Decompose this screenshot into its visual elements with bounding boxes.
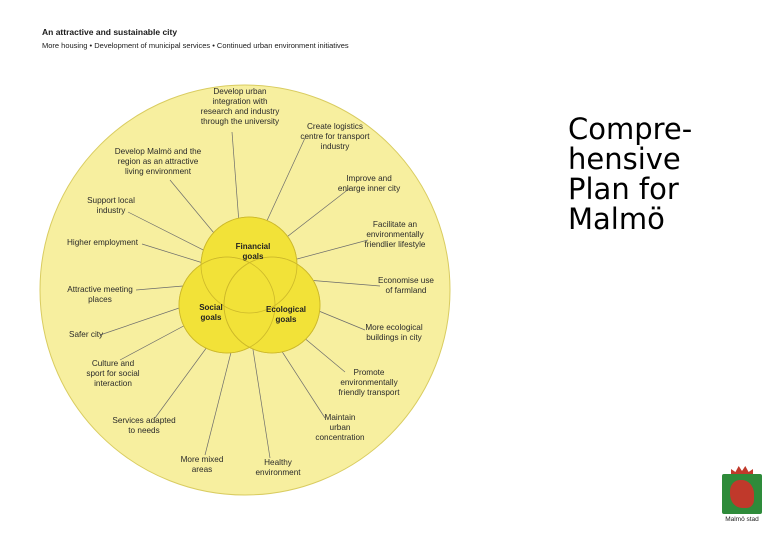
crown-icon <box>731 466 753 476</box>
label-transport: Promote environmentally friendly transpo… <box>338 368 400 397</box>
label-employment: Higher employment <box>67 238 138 247</box>
header-subtitle: More housing • Development of municipal … <box>42 41 349 50</box>
label-logistics: Create logistics centre for transport in… <box>300 122 370 151</box>
label-mixed-areas: More mixed areas <box>180 455 224 474</box>
slide-title: Compre- hensive Plan for Malmö <box>568 112 693 236</box>
label-safer-city: Safer city <box>69 330 104 339</box>
label-inner-city: Improve and enlarge inner city <box>337 174 401 193</box>
label-concentration: Maintain urban concentration <box>315 413 365 442</box>
label-develop-malmo: Develop Malmö and the region as an attra… <box>114 147 202 176</box>
label-culture-sport: Culture and sport for social interaction <box>86 359 140 388</box>
venn-outlines <box>178 216 321 354</box>
ecological-goals-label: Ecological goals <box>265 305 306 324</box>
griffin-icon <box>730 480 754 508</box>
social-goals-label: Social goals <box>199 303 223 322</box>
financial-goals-label: Financial goals <box>235 242 271 261</box>
malmo-stad-logo: Malmö stad <box>718 466 766 526</box>
label-lifestyle: Facilitate an environmentally friendlier… <box>364 220 426 249</box>
label-integration: Develop urban integration with research … <box>200 87 280 126</box>
label-healthy: Healthy environment <box>255 458 301 477</box>
label-farmland: Economise use of farmland <box>378 276 434 295</box>
header-title: An attractive and sustainable city <box>42 27 178 37</box>
label-services: Services adapted to needs <box>112 416 176 435</box>
label-meeting-places: Attractive meeting places <box>67 285 133 304</box>
label-support-industry: Support local industry <box>87 196 135 215</box>
logo-caption: Malmö stad <box>725 516 759 523</box>
label-eco-buildings: More ecological buildings in city <box>365 323 423 342</box>
